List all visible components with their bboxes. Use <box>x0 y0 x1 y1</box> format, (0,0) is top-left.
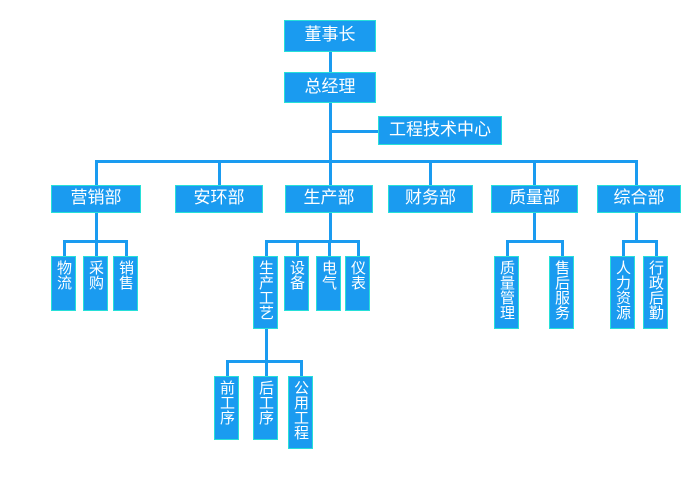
connector-drop-finance <box>429 160 432 185</box>
connector-drop-front-process <box>226 360 229 376</box>
node-back-process-label: 后工序 <box>257 380 275 425</box>
node-utility-engineering[interactable]: 公用工程 <box>288 376 313 449</box>
connector-drop-electrical <box>328 240 331 256</box>
node-logistics[interactable]: 物流 <box>51 256 76 311</box>
node-purchasing-label: 采购 <box>87 260 105 290</box>
connector-drop-logistics <box>63 240 66 256</box>
connector-chairman-to-gm <box>329 52 332 76</box>
connector-drop-human-resources <box>622 240 625 256</box>
connector-drop-purchasing <box>95 240 98 256</box>
node-quality-management-label: 质量管理 <box>498 260 516 320</box>
node-production-dept[interactable]: 生产部 <box>285 185 373 213</box>
connector-marketing-stem <box>95 212 98 240</box>
node-front-process[interactable]: 前工序 <box>214 376 239 440</box>
node-quality-dept[interactable]: 质量部 <box>491 185 578 213</box>
node-electrical[interactable]: 电气 <box>316 256 341 311</box>
connector-general-affairs-bus <box>622 240 658 243</box>
node-after-sales-label: 售后服务 <box>553 260 571 320</box>
node-admin-logistics[interactable]: 行政后勤 <box>643 256 668 329</box>
node-back-process[interactable]: 后工序 <box>253 376 278 440</box>
node-admin-logistics-label: 行政后勤 <box>647 260 665 320</box>
node-after-sales[interactable]: 售后服务 <box>549 256 574 329</box>
node-utility-engineering-label: 公用工程 <box>292 380 310 440</box>
connector-quality-stem <box>533 212 536 240</box>
connector-drop-sales <box>125 240 128 256</box>
node-finance-dept-label: 财务部 <box>405 188 456 209</box>
connector-department-bus <box>95 160 635 163</box>
connector-drop-general-affairs <box>635 160 638 185</box>
connector-drop-production <box>329 160 332 185</box>
connector-drop-back-process <box>265 360 268 376</box>
connector-drop-utility-engineering <box>300 360 303 376</box>
connector-general-affairs-stem <box>635 212 638 240</box>
node-general-manager-label: 总经理 <box>304 76 356 97</box>
connector-production-process-bus <box>226 360 303 363</box>
node-sales-label: 销售 <box>117 260 135 290</box>
node-safety-env-dept[interactable]: 安环部 <box>175 185 263 213</box>
connector-drop-after-sales <box>561 240 564 256</box>
node-production-process-label: 生产工艺 <box>257 260 275 320</box>
node-human-resources[interactable]: 人力资源 <box>610 256 635 329</box>
node-purchasing[interactable]: 采购 <box>83 256 108 311</box>
node-engineering-center[interactable]: 工程技术中心 <box>378 116 502 145</box>
node-instrumentation[interactable]: 仪表 <box>345 256 370 311</box>
connector-drop-instrumentation <box>357 240 360 256</box>
node-safety-env-dept-label: 安环部 <box>193 188 245 209</box>
node-general-affairs-dept[interactable]: 综合部 <box>597 185 681 213</box>
connector-drop-quality <box>533 160 536 185</box>
connector-gm-to-engineering-center <box>329 130 378 133</box>
connector-production-process-stem <box>265 329 268 360</box>
node-sales[interactable]: 销售 <box>113 256 138 311</box>
node-general-affairs-dept-label: 综合部 <box>613 188 665 209</box>
node-general-manager[interactable]: 总经理 <box>284 72 376 103</box>
connector-drop-admin-logistics <box>655 240 658 256</box>
node-finance-dept[interactable]: 财务部 <box>388 185 473 213</box>
node-production-dept-label: 生产部 <box>303 188 355 209</box>
connector-drop-marketing <box>95 160 98 185</box>
node-equipment[interactable]: 设备 <box>284 256 309 311</box>
connector-production-stem <box>329 212 332 240</box>
connector-drop-equipment <box>296 240 299 256</box>
node-equipment-label: 设备 <box>288 260 306 290</box>
node-marketing-dept[interactable]: 营销部 <box>51 185 141 213</box>
node-instrumentation-label: 仪表 <box>349 260 367 290</box>
node-electrical-label: 电气 <box>320 260 338 290</box>
node-chairman-label: 董事长 <box>304 25 356 46</box>
node-logistics-label: 物流 <box>55 260 73 290</box>
node-marketing-dept-label: 营销部 <box>70 188 122 209</box>
connector-drop-safety-env <box>218 160 221 185</box>
node-engineering-center-label: 工程技术中心 <box>389 119 491 140</box>
node-quality-dept-label: 质量部 <box>509 188 560 209</box>
node-chairman[interactable]: 董事长 <box>284 20 376 52</box>
connector-quality-bus <box>506 240 564 243</box>
connector-production-bus <box>265 240 360 243</box>
node-front-process-label: 前工序 <box>218 380 236 425</box>
connector-drop-production-process <box>265 240 268 256</box>
connector-drop-quality-management <box>506 240 509 256</box>
node-quality-management[interactable]: 质量管理 <box>494 256 519 329</box>
node-human-resources-label: 人力资源 <box>614 260 632 320</box>
node-production-process[interactable]: 生产工艺 <box>253 256 278 329</box>
